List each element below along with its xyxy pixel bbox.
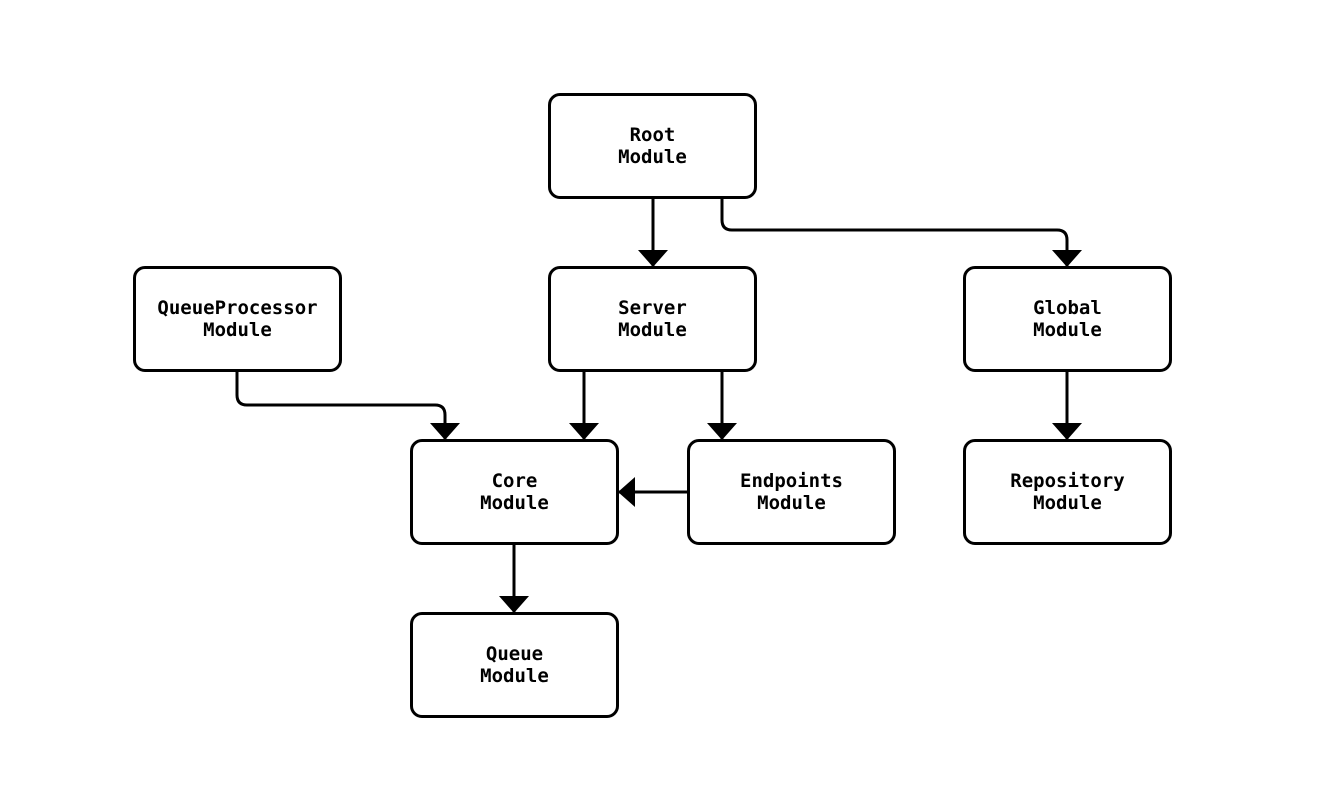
node-label-core: Core Module [480,470,549,514]
node-label-server: Server Module [618,297,687,341]
node-label-global: Global Module [1033,297,1102,341]
node-global: Global Module [963,266,1172,372]
edge-queue-processor-to-core [235,372,460,440]
node-endpoints: Endpoints Module [687,439,896,545]
node-label-queue: Queue Module [480,643,549,687]
node-server: Server Module [548,266,757,372]
node-queue: Queue Module [410,612,619,718]
node-repository: Repository Module [963,439,1172,545]
edge-group [235,199,1082,613]
node-root: Root Module [548,93,757,199]
node-label-root: Root Module [618,124,687,168]
node-label-repository: Repository Module [1010,470,1125,514]
node-queue-processor: QueueProcessor Module [133,266,342,372]
node-core: Core Module [410,439,619,545]
node-label-queue-processor: QueueProcessor Module [157,297,318,341]
node-label-endpoints: Endpoints Module [740,470,843,514]
edge-root-to-global [720,199,1082,267]
